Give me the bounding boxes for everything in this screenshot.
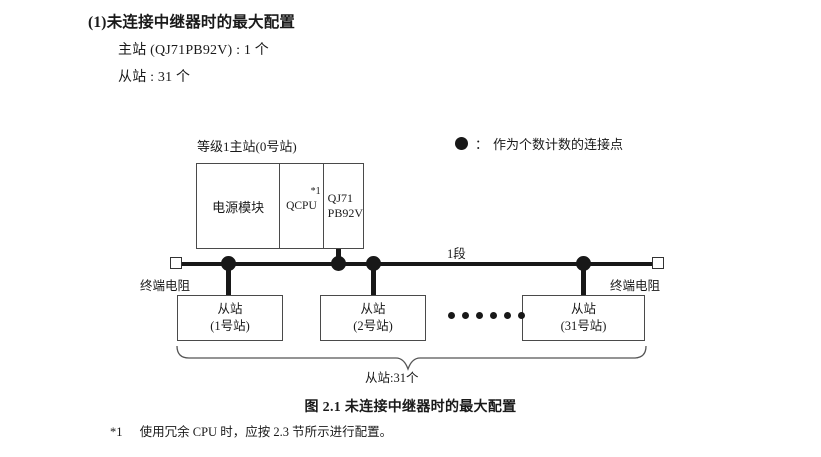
section-heading-text: 未连接中继器时的最大配置	[106, 14, 296, 31]
drop-line-slave-3	[581, 262, 586, 296]
slave-station-box: 从站 (31号站)	[522, 295, 645, 341]
master-rack-caption: 等级1主站(0号站)	[197, 139, 297, 154]
ellipsis-dot	[448, 312, 455, 319]
filled-circle-icon	[455, 137, 468, 150]
terminator-left-label: 终端电阻	[140, 279, 191, 293]
slave-station-title: 从站	[360, 302, 386, 317]
legend-label: 作为个数计数的连接点	[493, 137, 624, 152]
legend-colon: ：	[475, 137, 489, 152]
ellipsis-dot	[490, 312, 497, 319]
master-rack: 电源模块 QCPU *1 QJ71 PB92V	[196, 163, 364, 249]
slave-station-box: 从站 (2号站)	[320, 295, 426, 341]
slave-count-label: 从站:31个	[365, 371, 419, 385]
qcpu-footnote-marker: *1	[310, 186, 321, 197]
terminator-right-icon	[652, 257, 664, 269]
section-heading-number: (1)	[88, 14, 107, 31]
legend: ： 作为个数计数的连接点	[455, 134, 623, 153]
ellipsis-dot	[462, 312, 469, 319]
qj71-module-label-line2: PB92V	[327, 206, 363, 220]
footnote-marker: *1	[110, 425, 123, 439]
rack-cell-power-module: 电源模块	[197, 164, 281, 248]
segment-label: 1段	[447, 247, 466, 261]
spec-master-station: 主站 (QJ71PB92V) : 1 个	[118, 43, 270, 58]
ellipsis-dots	[448, 312, 525, 319]
rack-cell-qj71-pb92v: QJ71 PB92V	[324, 164, 363, 248]
connection-point-dot	[331, 256, 346, 271]
figure-caption: 图 2.1 未连接中继器时的最大配置	[304, 400, 517, 415]
ellipsis-dot	[476, 312, 483, 319]
bus-trunk-line	[176, 261, 656, 266]
slave-station-number: (2号站)	[353, 319, 393, 333]
footnote-text: 使用冗余 CPU 时，应按 2.3 节所示进行配置。	[139, 425, 393, 439]
slave-count-brace	[176, 345, 647, 371]
spec-slave-station: 从站 : 31 个	[118, 70, 191, 85]
section-heading: (1) 未连接中继器时的最大配置	[88, 10, 295, 32]
qj71-module-label: QJ71 PB92V	[328, 191, 363, 221]
terminator-right-label: 终端电阻	[610, 279, 661, 293]
ellipsis-dot	[518, 312, 525, 319]
qj71-module-label-line1: QJ71	[327, 191, 353, 205]
terminator-left-icon	[170, 257, 182, 269]
slave-station-number: (31号站)	[560, 319, 607, 333]
qcpu-label: QCPU	[286, 200, 317, 212]
slave-station-title: 从站	[570, 302, 596, 317]
ellipsis-dot	[504, 312, 511, 319]
footnote: *1 使用冗余 CPU 时，应按 2.3 节所示进行配置。	[110, 421, 392, 440]
slave-station-title: 从站	[217, 302, 243, 317]
slave-station-box: 从站 (1号站)	[177, 295, 283, 341]
slave-station-number: (1号站)	[210, 319, 250, 333]
rack-cell-qcpu: QCPU *1	[280, 164, 324, 248]
power-module-label: 电源模块	[212, 199, 265, 215]
drop-line-slave-1	[226, 262, 231, 296]
drop-line-slave-2	[371, 262, 376, 296]
